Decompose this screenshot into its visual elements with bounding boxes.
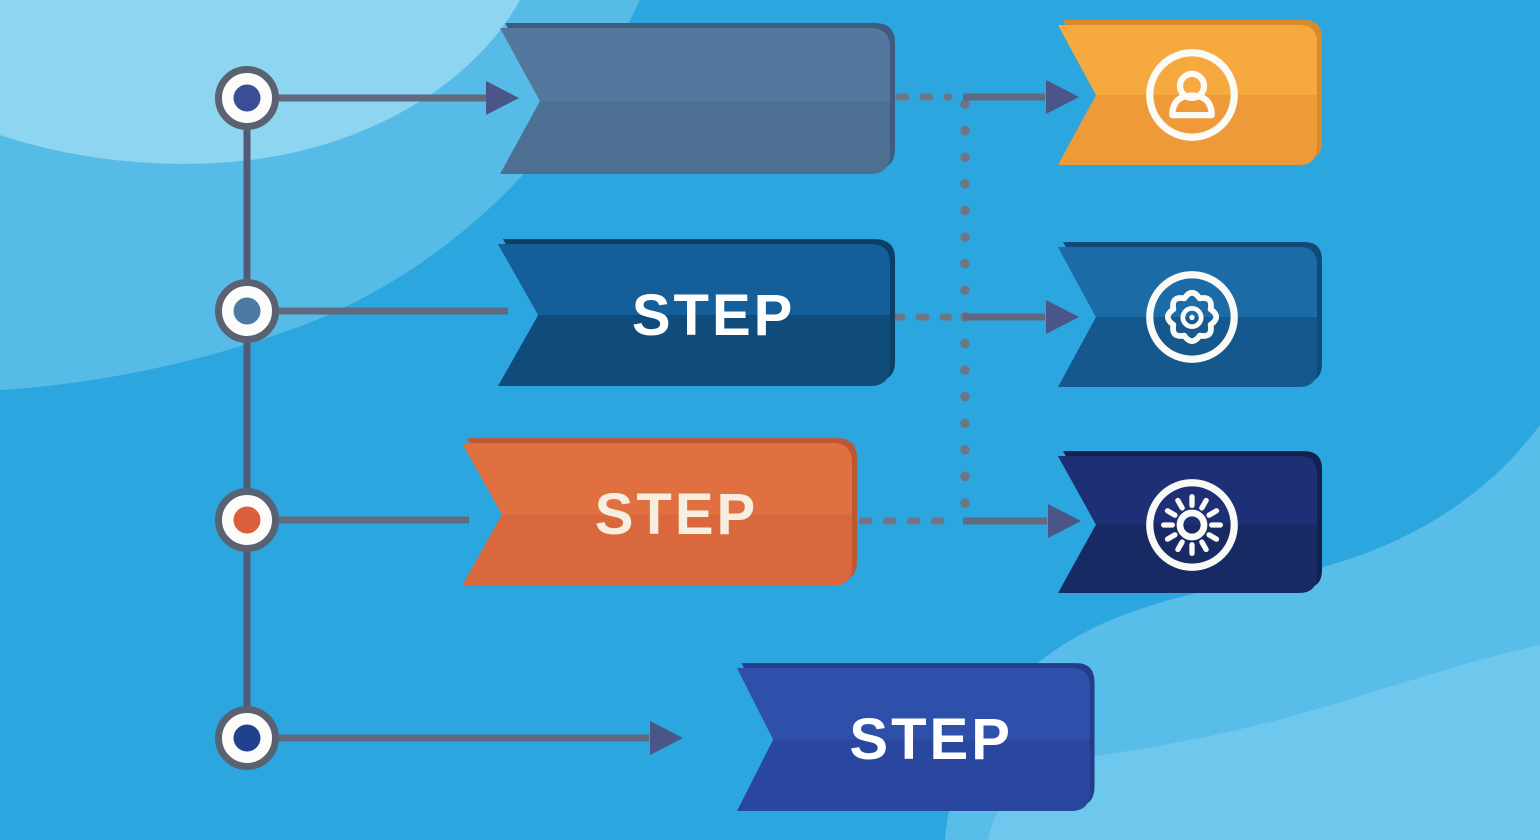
timeline-node-3-dot [233, 506, 261, 534]
outcome-banner-3[interactable] [1058, 451, 1322, 593]
arrowhead-step-1 [486, 81, 519, 115]
timeline-node-1-dot [233, 84, 261, 112]
timeline-node-2-dot [233, 297, 261, 325]
wave-bottom-right-inner [988, 645, 1540, 840]
step-banner-2-shape [498, 239, 896, 386]
step-banner-3[interactable]: STEP [462, 438, 857, 586]
arrowhead-outcome-1 [1046, 80, 1079, 114]
step-banner-3-shape [462, 438, 857, 586]
step-banner-2[interactable]: STEP [498, 239, 896, 386]
outcome-banner-1[interactable] [1058, 20, 1322, 165]
person-icon [1144, 47, 1240, 143]
step-banner-4-label: STEP [849, 707, 1013, 772]
sun-icon [1144, 477, 1240, 573]
step-banner-1[interactable] [500, 23, 895, 174]
arrowhead-outcome-2 [1046, 300, 1079, 334]
timeline-nodes [215, 66, 279, 770]
timeline-node-4-dot [233, 724, 261, 752]
step-banner-4-shape [737, 663, 1095, 811]
outcome-banner-3-shape [1058, 451, 1322, 593]
arrowhead-outcome-3 [1048, 504, 1081, 538]
right-connectors [963, 93, 1047, 525]
step-banner-1-label [547, 28, 882, 174]
outcome-banner-2-shape [1058, 242, 1322, 387]
step-banner-3-label: STEP [594, 482, 759, 547]
badge-icon [1144, 269, 1240, 365]
dotted-connectors [858, 93, 953, 525]
step-banner-2-label: STEP [631, 282, 796, 348]
step-banner-1-shape [500, 23, 895, 174]
arrowhead-step-4 [650, 721, 683, 755]
outcome-banner-2[interactable] [1058, 242, 1322, 387]
left-connectors [276, 94, 649, 742]
step-banner-4[interactable]: STEP [737, 663, 1095, 811]
